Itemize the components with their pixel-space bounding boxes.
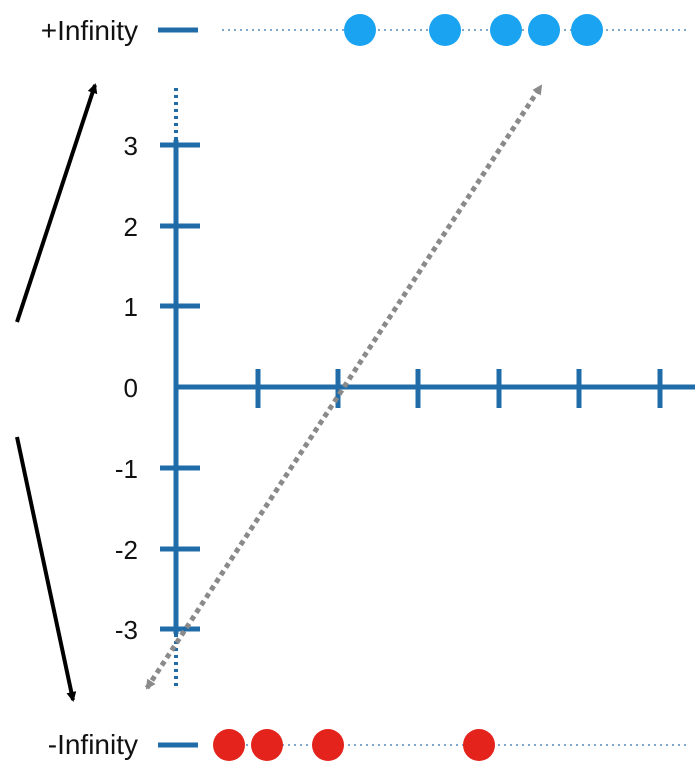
y-tick-label: 1 [124,292,138,322]
negative-dots [213,729,495,761]
y-tick-label: -3 [115,615,138,645]
y-tick-label: 2 [124,212,138,242]
y-tick-label: 0 [124,373,138,403]
y-tick-label: -1 [115,454,138,484]
positive-dot [429,14,461,46]
negative-dot [312,729,344,761]
positive-dot [528,14,560,46]
neg-infinity-label: -Infinity [48,729,138,760]
negative-dot [463,729,495,761]
up-arrow [15,83,98,323]
dashed-mapping-arrow [144,84,544,690]
y-tick-label: 3 [124,131,138,161]
y-tick-labels: 3 2 1 0 -1 -2 -3 [115,131,138,645]
down-arrow [15,436,77,702]
positive-dots [344,14,603,46]
y-tick-label: -2 [115,535,138,565]
negative-dot [213,729,245,761]
positive-dot [344,14,376,46]
pos-infinity-label: +Infinity [41,15,138,46]
negative-dot [251,729,283,761]
positive-dot [571,14,603,46]
positive-dot [490,14,522,46]
